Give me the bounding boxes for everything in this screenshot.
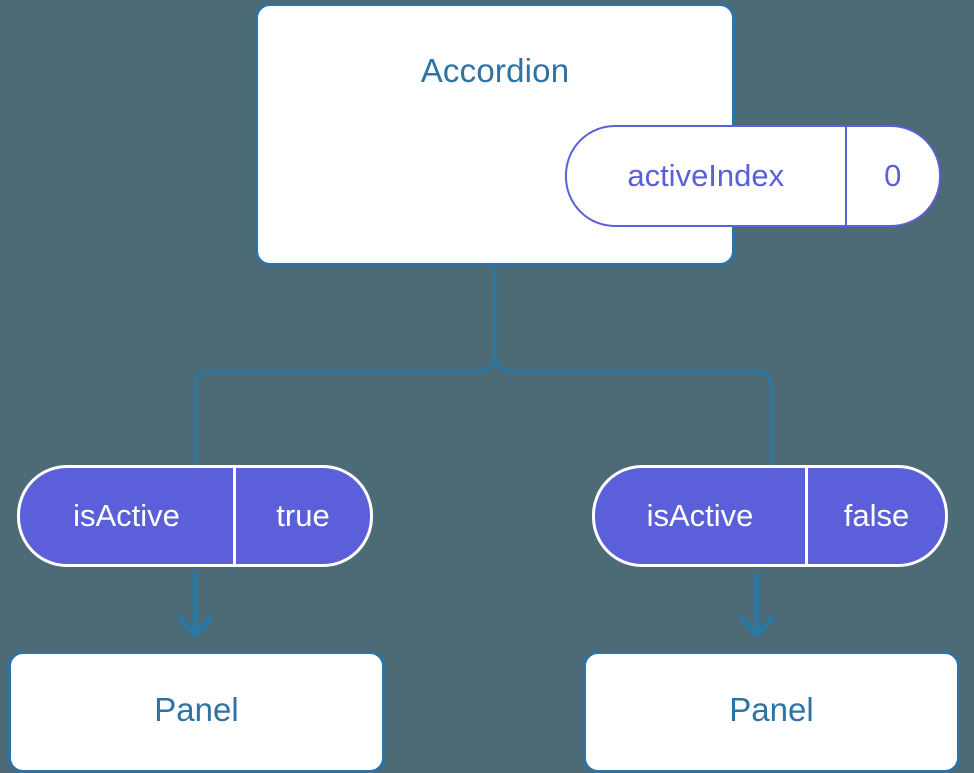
connector-elbow-left — [193, 353, 497, 467]
panel-title: Panel — [729, 691, 814, 728]
prop-pill-active-index[interactable]: activeIndex 0 — [565, 125, 941, 227]
state-pill-key: isActive — [595, 468, 808, 564]
panel-title: Panel — [154, 691, 239, 728]
component-node-panel-left[interactable]: Panel — [8, 651, 385, 773]
arrow-head-left — [177, 615, 213, 638]
prop-pill-value: 0 — [884, 158, 902, 193]
state-pill-key: isActive — [20, 468, 236, 564]
state-pill-value: false — [843, 498, 910, 533]
component-node-panel-right[interactable]: Panel — [583, 651, 960, 773]
connector-elbow-right — [493, 353, 773, 467]
state-pill-is-active-true[interactable]: isActive true — [17, 465, 373, 567]
state-pill-value: true — [276, 498, 330, 533]
prop-pill-key: activeIndex — [567, 127, 847, 225]
accordion-title: Accordion — [420, 52, 570, 89]
state-pill-is-active-false[interactable]: isActive false — [592, 465, 948, 567]
component-node-accordion[interactable]: Accordion activeIndex 0 — [255, 3, 941, 266]
arrow-head-right — [739, 615, 775, 638]
